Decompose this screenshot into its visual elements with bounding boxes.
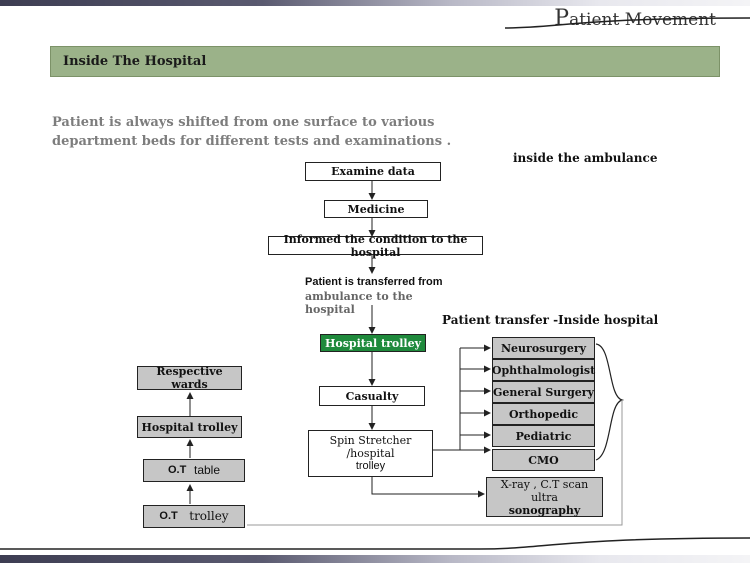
intro-text: Patient is always shifted from one surfa…	[52, 113, 472, 151]
box-hospital-trolley-left: Hospital trolley	[137, 416, 242, 438]
ot-table-prefix: O.T	[167, 464, 187, 476]
hospital-transfer-label: Patient transfer -Inside hospital	[442, 313, 659, 327]
dept-ophthalmologist: Ophthalmologist	[492, 359, 595, 381]
ambulance-label: inside the ambulance	[513, 151, 658, 165]
stretcher-line-2: trolley	[355, 460, 386, 472]
ot-trolley-word: trolley	[189, 509, 229, 523]
top-decor-bar	[0, 0, 750, 6]
xray-line-2: sonography	[508, 503, 581, 517]
box-hospital-trolley-main: Hospital trolley	[320, 334, 426, 352]
box-ot-trolley: O.T trolley	[143, 505, 245, 528]
dept-neurosurgery: Neurosurgery	[492, 337, 595, 359]
dept-cmo: CMO	[492, 449, 595, 471]
box-spin-stretcher: Spin Stretcher /hospital trolley	[308, 430, 433, 477]
xray-line-1: X-ray , C.T scan ultra	[500, 477, 589, 504]
box-casualty: Casualty	[319, 386, 425, 406]
transfer-line-1: Patient is transferred from	[305, 276, 443, 288]
box-medicine: Medicine	[324, 200, 428, 218]
box-respective-wards: Respective wards	[137, 365, 242, 391]
dept-orthopedic: Orthopedic	[492, 403, 595, 425]
transfer-line-2: ambulance to the hospital	[305, 290, 413, 316]
stretcher-line-1: Spin Stretcher /hospital	[329, 434, 412, 460]
box-informed-hospital: Informed the condition to the hospital	[268, 233, 483, 259]
box-ot-table: O.T table	[143, 459, 245, 482]
transfer-text: Patient is transferred from ambulance to…	[305, 276, 455, 316]
intro-line-1: Patient is always shifted from one surfa…	[52, 115, 435, 130]
dept-general-surgery: General Surgery	[492, 381, 595, 403]
section-header: Inside The Hospital	[50, 46, 720, 77]
ot-table-word: table	[193, 463, 221, 477]
section-title: Inside The Hospital	[63, 54, 207, 69]
ot-trolley-prefix: O.T	[159, 510, 178, 522]
box-examine-data: Examine data	[305, 162, 441, 181]
box-xray-ct: X-ray , C.T scan ultra sonography	[486, 477, 603, 517]
intro-line-2: department beds for different tests and …	[52, 134, 452, 149]
dept-pediatric: Pediatric	[492, 425, 595, 447]
bottom-decor-bar	[0, 555, 750, 563]
